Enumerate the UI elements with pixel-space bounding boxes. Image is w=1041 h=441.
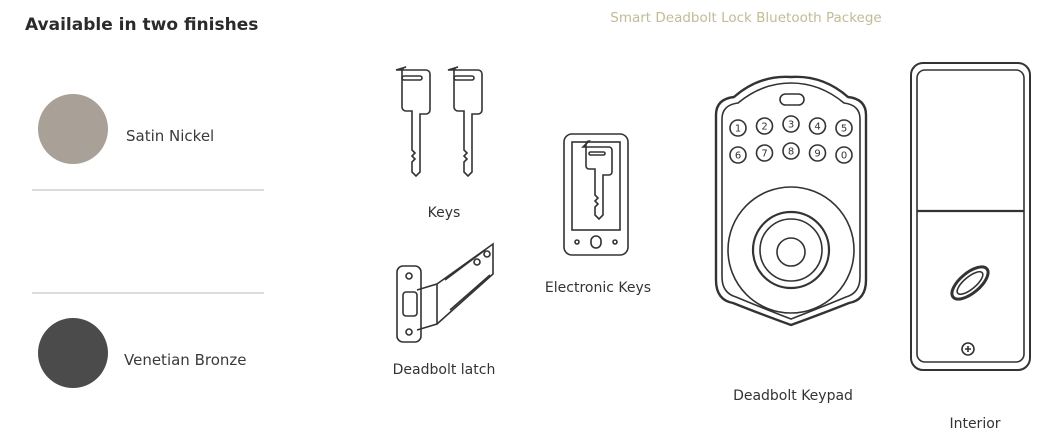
keypad-digit: 2 bbox=[761, 122, 767, 133]
venetian-bronze-label: Venetian Bronze bbox=[124, 351, 247, 369]
venetian-bronze-swatch[interactable] bbox=[38, 318, 108, 388]
keypad-button bbox=[755, 144, 774, 162]
keypad-icon: 1 2 3 4 5 6 7 8 9 0 bbox=[714, 75, 868, 327]
keypad-button bbox=[808, 117, 827, 135]
keypad-digit: 0 bbox=[841, 151, 847, 162]
satin-nickel-swatch[interactable] bbox=[38, 94, 108, 164]
keypad-digit: 6 bbox=[735, 151, 741, 162]
electronic-key-icon bbox=[563, 133, 629, 256]
keypad-label: Deadbolt Keypad bbox=[733, 388, 853, 404]
keypad-button bbox=[782, 115, 800, 133]
keypad-digit: 7 bbox=[761, 149, 767, 160]
keys-label: Keys bbox=[427, 205, 461, 221]
keypad-digit: 1 bbox=[735, 124, 741, 135]
keypad-button bbox=[808, 144, 827, 162]
keys-icon bbox=[395, 66, 483, 178]
keypad-button bbox=[755, 117, 774, 135]
keypad-button bbox=[729, 146, 747, 164]
divider bbox=[32, 189, 264, 191]
keypad-button bbox=[729, 119, 747, 137]
interior-label: Interior bbox=[949, 416, 1001, 432]
keypad-digit: 4 bbox=[814, 122, 820, 133]
package-title: Smart Deadbolt Lock Bluetooth Packege bbox=[610, 10, 882, 26]
keypad-button bbox=[782, 142, 800, 160]
interior-unit-icon bbox=[910, 62, 1031, 371]
keypad-digit: 9 bbox=[814, 149, 820, 160]
keypad-button bbox=[835, 119, 853, 137]
latch-icon bbox=[396, 242, 494, 343]
keypad-button bbox=[835, 146, 853, 164]
divider bbox=[32, 292, 264, 294]
satin-nickel-label: Satin Nickel bbox=[126, 127, 215, 145]
keypad-digit: 8 bbox=[788, 147, 794, 158]
keypad-digit: 3 bbox=[788, 120, 794, 131]
finishes-heading: Available in two finishes bbox=[25, 15, 259, 35]
keypad-digit: 5 bbox=[841, 124, 847, 135]
latch-label: Deadbolt latch bbox=[392, 362, 496, 378]
electronic-keys-label: Electronic Keys bbox=[544, 280, 652, 296]
